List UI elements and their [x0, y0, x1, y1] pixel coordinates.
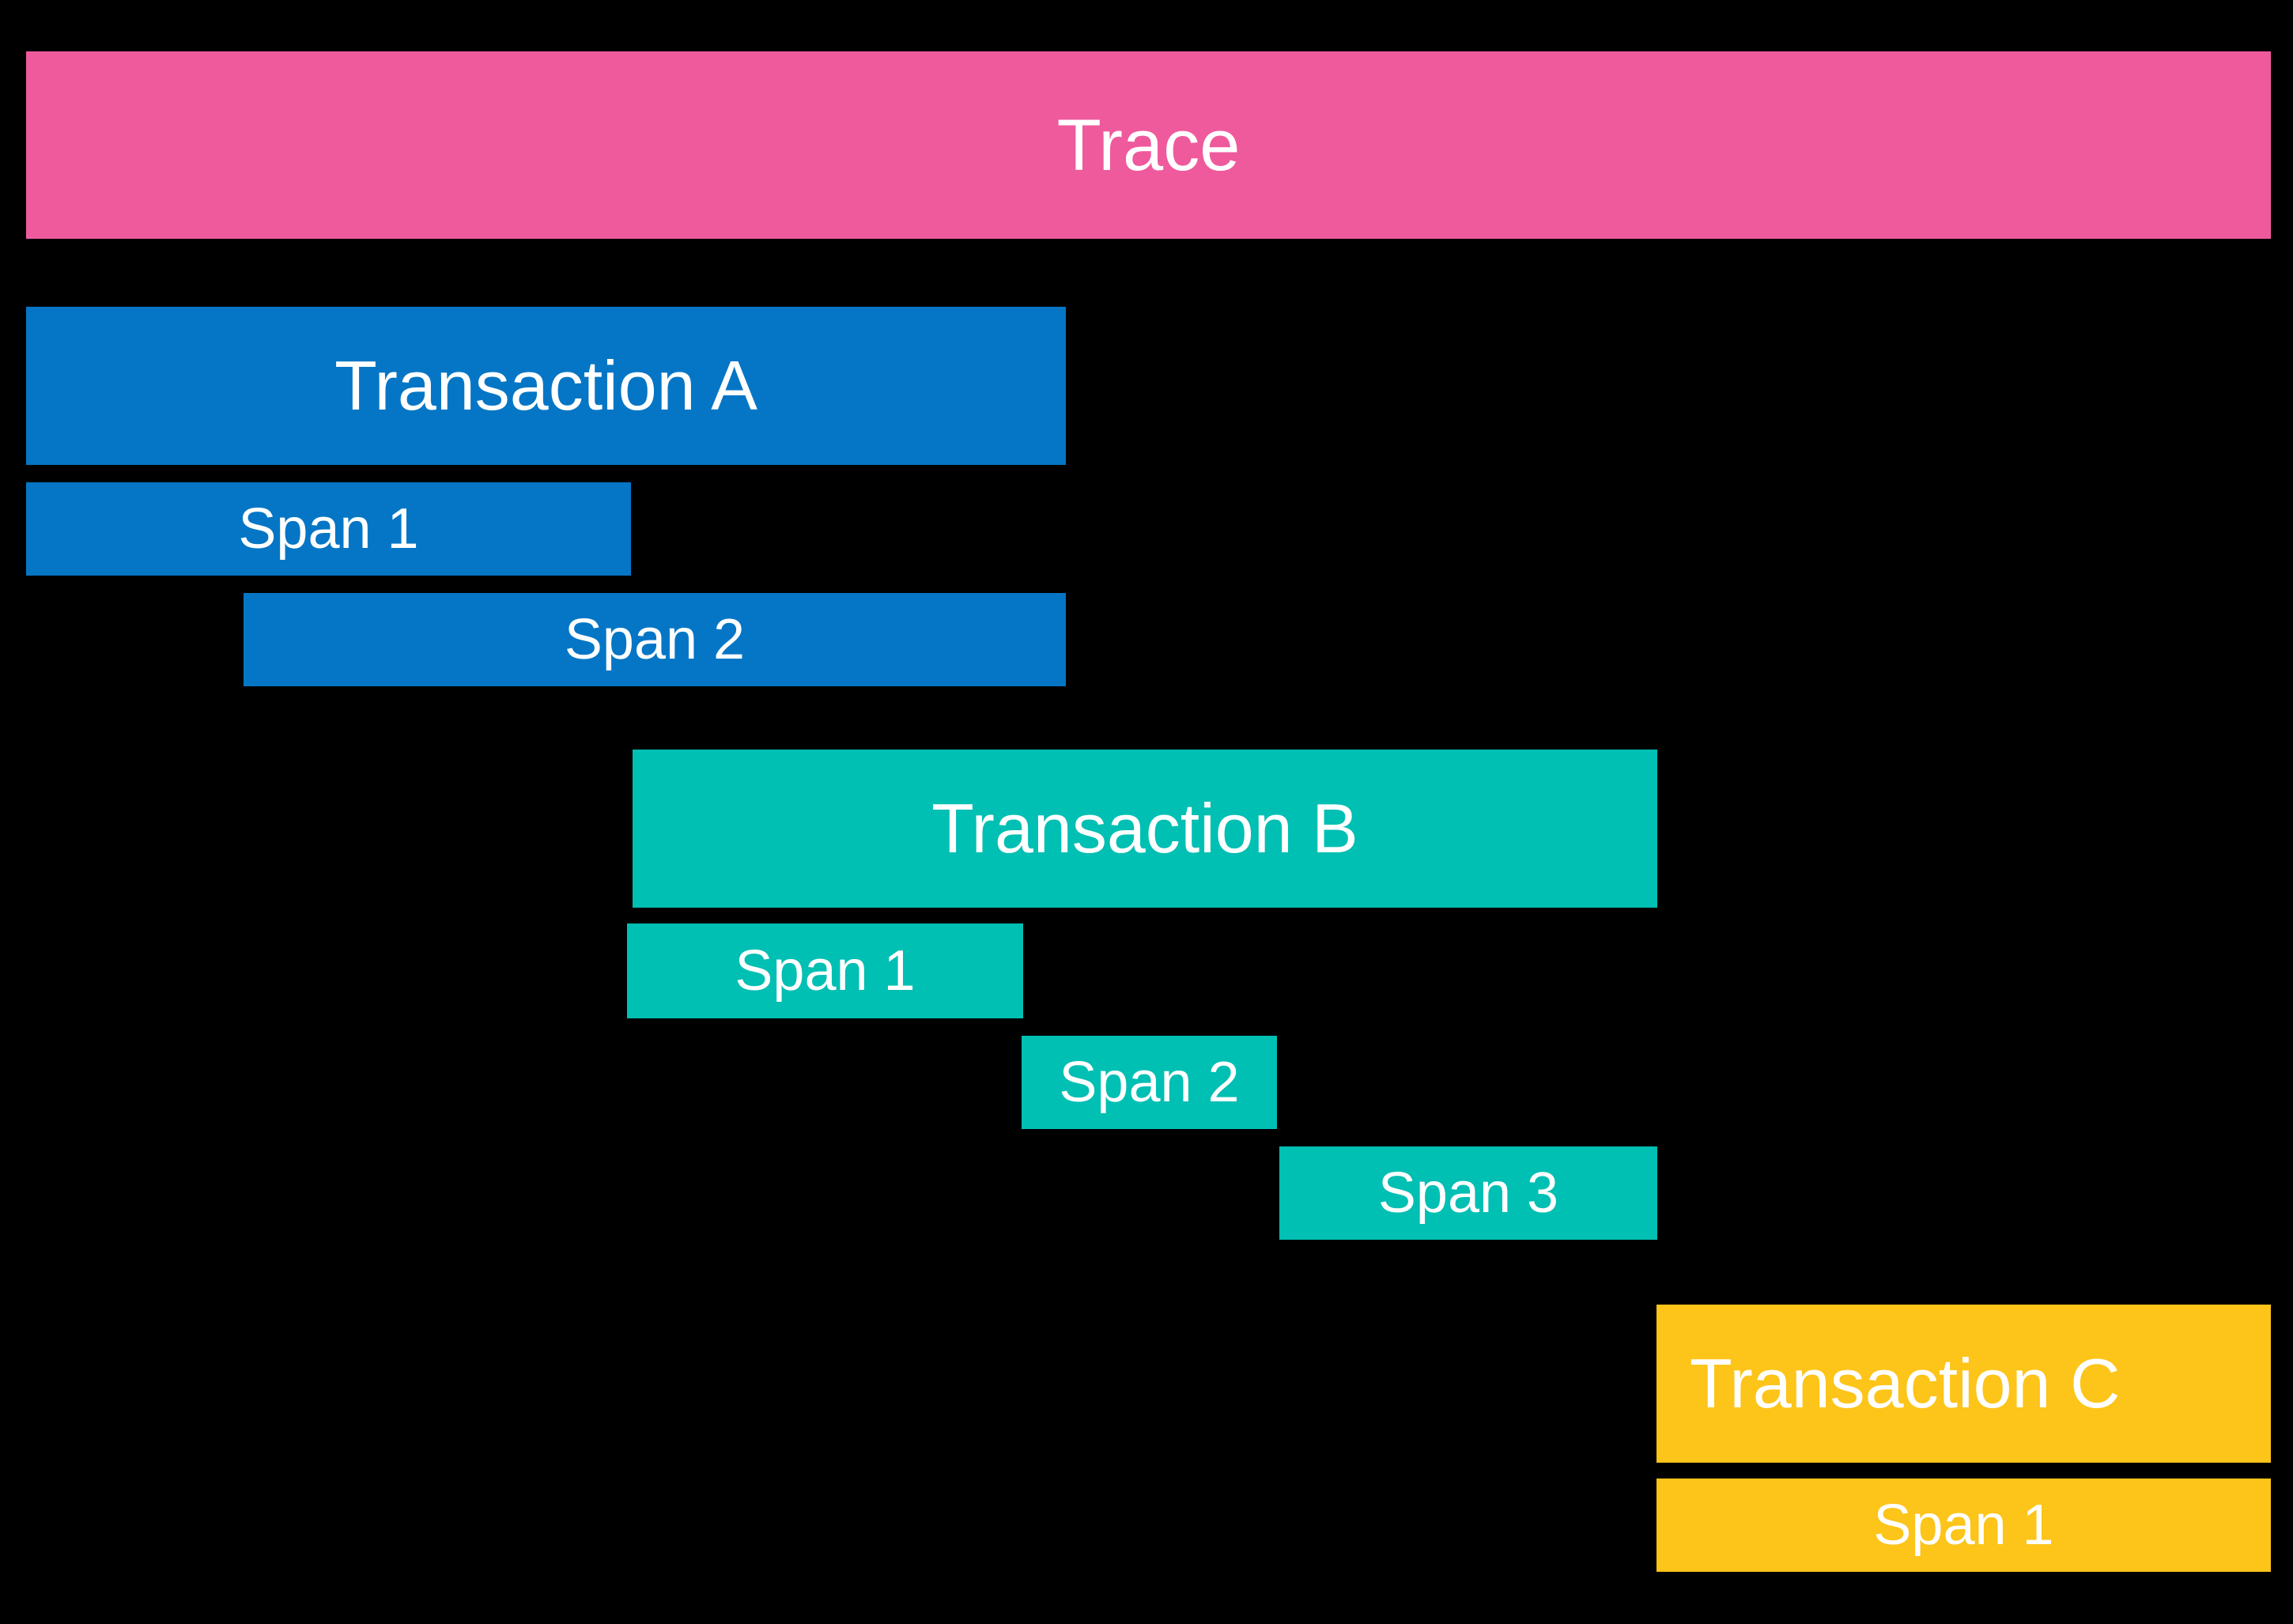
transaction-c-bar[interactable]: Transaction C	[1656, 1305, 2271, 1463]
transaction-c-span-1-bar[interactable]: Span 1	[1656, 1479, 2271, 1572]
transaction-a-span-2-label: Span 2	[564, 608, 746, 671]
transaction-b-span-2-label: Span 2	[1059, 1051, 1240, 1114]
transaction-a-span-1-label: Span 1	[238, 497, 419, 561]
transaction-b-span-3-bar[interactable]: Span 3	[1279, 1146, 1657, 1240]
transaction-b-label: Transaction B	[931, 789, 1358, 867]
trace-bar-label: Trace	[1056, 104, 1241, 186]
trace-bar[interactable]: Trace	[26, 51, 2271, 239]
transaction-a-label: Transaction A	[334, 346, 757, 425]
transaction-a-span-1-bar[interactable]: Span 1	[26, 482, 631, 576]
transaction-a-span-2-bar[interactable]: Span 2	[244, 593, 1066, 686]
transaction-b-span-2-bar[interactable]: Span 2	[1022, 1036, 1277, 1129]
transaction-c-label: Transaction C	[1690, 1344, 2121, 1422]
transaction-b-bar[interactable]: Transaction B	[633, 750, 1657, 908]
transaction-b-span-1-bar[interactable]: Span 1	[627, 923, 1023, 1018]
transaction-b-span-1-label: Span 1	[735, 939, 916, 1003]
transaction-b-span-3-label: Span 3	[1377, 1161, 1559, 1225]
transaction-a-bar[interactable]: Transaction A	[26, 307, 1066, 465]
transaction-c-span-1-label: Span 1	[1873, 1494, 2054, 1557]
